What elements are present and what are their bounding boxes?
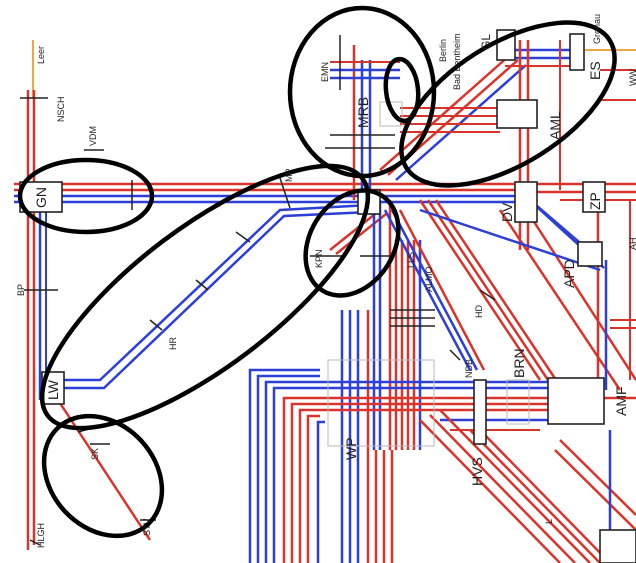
label-l: L [544, 519, 554, 524]
station-box-mrb-ghost [379, 101, 403, 127]
label-amf: AMF [613, 386, 629, 416]
station-box-apd [577, 241, 603, 267]
station-box-es [569, 33, 585, 71]
label-ndb: NDB [464, 359, 474, 378]
label-nsch: NSCH [56, 96, 66, 122]
label-apd: APD [561, 259, 577, 288]
label-stv: STV [142, 518, 152, 536]
station-box-bottom-right [599, 529, 636, 563]
label-almo: ALMO [424, 266, 434, 292]
label-aml: AML [547, 111, 563, 140]
label-lls: LLS [406, 252, 416, 268]
station-ticks [20, 35, 496, 546]
label-hr: HR [168, 337, 178, 350]
station-boxes [19, 29, 636, 563]
hd-ndb-lines [383, 199, 601, 381]
ring-sk-stv [41, 413, 165, 539]
highlight-rings [17, 5, 617, 539]
station-labels: Leer NSCH VDM GN BP LW HLGH SK STV HR MP… [16, 14, 636, 548]
label-wp: WP [343, 437, 359, 460]
label-brn: BRN [511, 348, 527, 378]
station-box-hvs [473, 379, 487, 445]
label-leer: Leer [36, 46, 46, 64]
label-gronau: Gronau [592, 14, 602, 44]
left-trunk-lines [26, 90, 47, 550]
ring-mrb [287, 5, 437, 179]
label-mrb: MRB [355, 97, 371, 128]
ring-kpn [303, 188, 401, 298]
track-lines [14, 40, 636, 563]
label-es: ES [587, 61, 603, 80]
label-emn: EMN [320, 62, 330, 82]
station-box-wp [327, 359, 435, 447]
label-mp: MP [284, 169, 294, 183]
label-zp: ZP [587, 192, 603, 210]
kpn-lines [329, 209, 387, 255]
label-hlgh: HLGH [36, 523, 46, 548]
ring-hr-corridor [39, 163, 371, 431]
label-berlin: Berlin [438, 39, 448, 62]
label-lw: LW [45, 379, 61, 400]
label-gn: GN [33, 187, 49, 208]
label-sk: SK [90, 448, 100, 460]
label-badbentheim: Bad Bentheim [452, 33, 462, 90]
label-vdm: VDM [88, 126, 98, 146]
station-box-amf [547, 377, 605, 425]
station-box-dv [514, 181, 538, 223]
sk-line [56, 399, 152, 541]
bottom-left-bundle [248, 310, 394, 563]
label-gl: GL [479, 34, 493, 50]
station-box-aml [496, 99, 538, 129]
label-ah: AH [628, 237, 636, 250]
label-bp: BP [16, 284, 26, 296]
label-dv: DV [499, 202, 515, 222]
station-box-zp [582, 181, 606, 213]
ring-mrb-inner [383, 56, 421, 124]
label-hvs: HVS [469, 457, 485, 486]
gn-dv-corridor [14, 182, 636, 204]
label-hd: HD [474, 305, 484, 318]
central-trunk-lines [372, 200, 422, 450]
ring-gn [17, 157, 155, 235]
station-box-brn [506, 379, 530, 425]
ring-bentheim [399, 20, 617, 188]
label-kpn: KPN [314, 249, 324, 268]
label-ww: WW [628, 69, 636, 86]
